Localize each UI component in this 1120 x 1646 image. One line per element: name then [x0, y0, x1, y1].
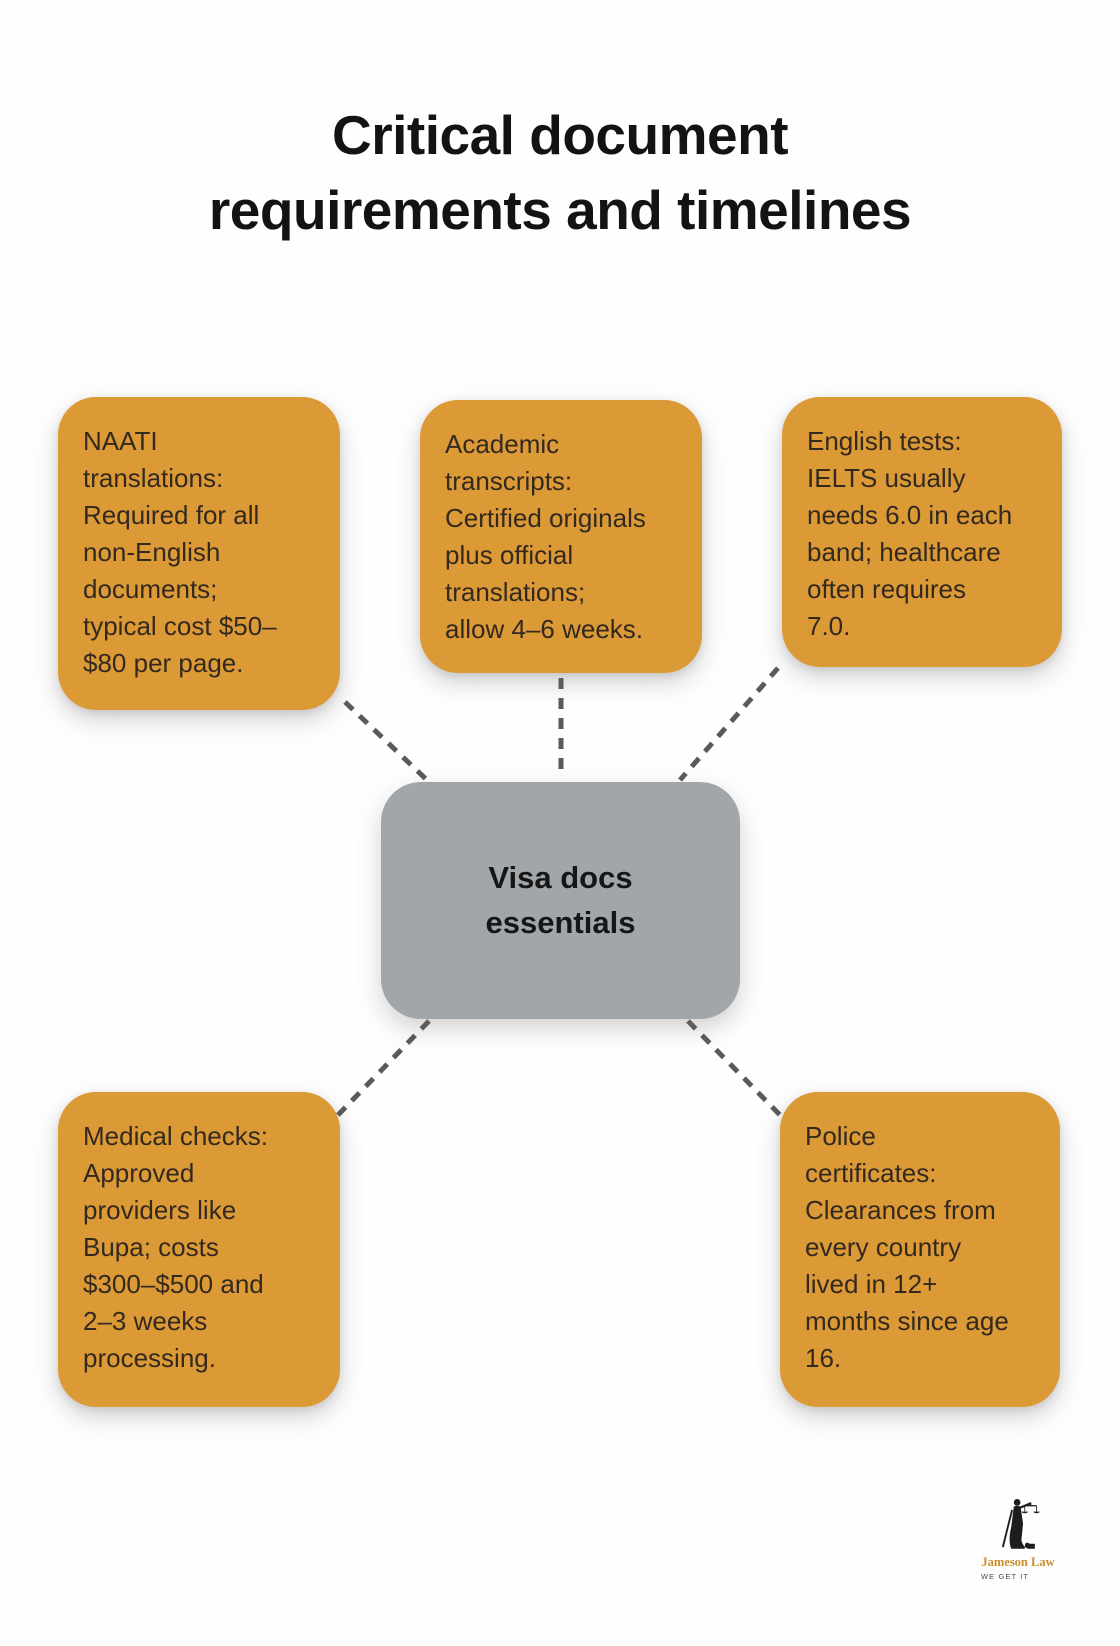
connector-center-to-police: [686, 1019, 783, 1118]
connector-naati-to-center: [343, 700, 430, 783]
node-police-certificates: Police certificates: Clearances from eve…: [780, 1092, 1060, 1407]
center-node-visa-docs-essentials: Visa docs essentials: [381, 782, 740, 1019]
node-naati-translations: NAATI translations: Required for all non…: [58, 397, 340, 710]
node-academic-transcripts: Academic transcripts: Certified original…: [420, 400, 702, 673]
brand-logo: Jameson Law WE GET IT: [975, 1498, 1061, 1581]
brand-tagline: WE GET IT: [981, 1572, 1030, 1581]
lady-justice-icon: [1001, 1499, 1040, 1549]
page-title: Critical document requirements and timel…: [208, 104, 912, 241]
node-english-tests: English tests: IELTS usually needs 6.0 i…: [782, 397, 1062, 667]
connector-center-to-medical: [335, 1019, 431, 1118]
node-medical-checks: Medical checks: Approved providers like …: [58, 1092, 340, 1407]
brand-name: Jameson Law: [981, 1555, 1055, 1569]
connector-english-to-center: [678, 666, 780, 782]
